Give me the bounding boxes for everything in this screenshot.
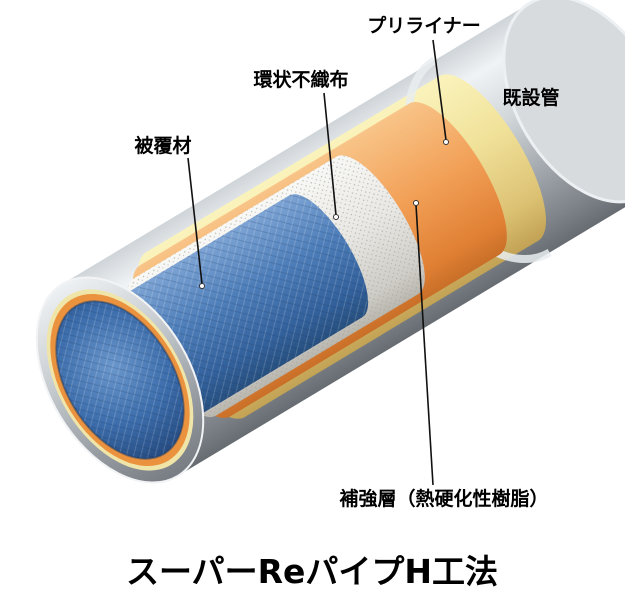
existing-pipe-label: 既設管: [502, 86, 559, 109]
nonwoven-leader-line: [323, 92, 337, 216]
reinforcement-label: 補強層（熱硬化性樹脂）: [338, 487, 548, 510]
leader-lines: [187, 39, 447, 486]
covering-leader-dot: [199, 283, 205, 289]
nonwoven-leader-dot: [333, 214, 339, 220]
preliner-leader-dot: [443, 139, 449, 145]
covering-leader-line: [187, 157, 203, 285]
preliner-label: プリライナー: [367, 14, 481, 37]
reinforcement-leader-dot: [413, 200, 419, 206]
front-face: [35, 276, 205, 484]
preliner-leader-line: [432, 39, 447, 141]
existing-pipe-end-cap: [502, 0, 625, 204]
pipe-assembly: [35, 0, 625, 484]
nonwoven-label: 環状不織布: [253, 68, 348, 91]
covering-label: 被覆材: [134, 134, 191, 157]
leader-dots: [199, 139, 449, 289]
diagram-title: スーパーReパイプH工法: [126, 552, 498, 591]
reinforcement-leader-line: [415, 204, 434, 486]
front-face-covering-texture: [56, 301, 184, 459]
